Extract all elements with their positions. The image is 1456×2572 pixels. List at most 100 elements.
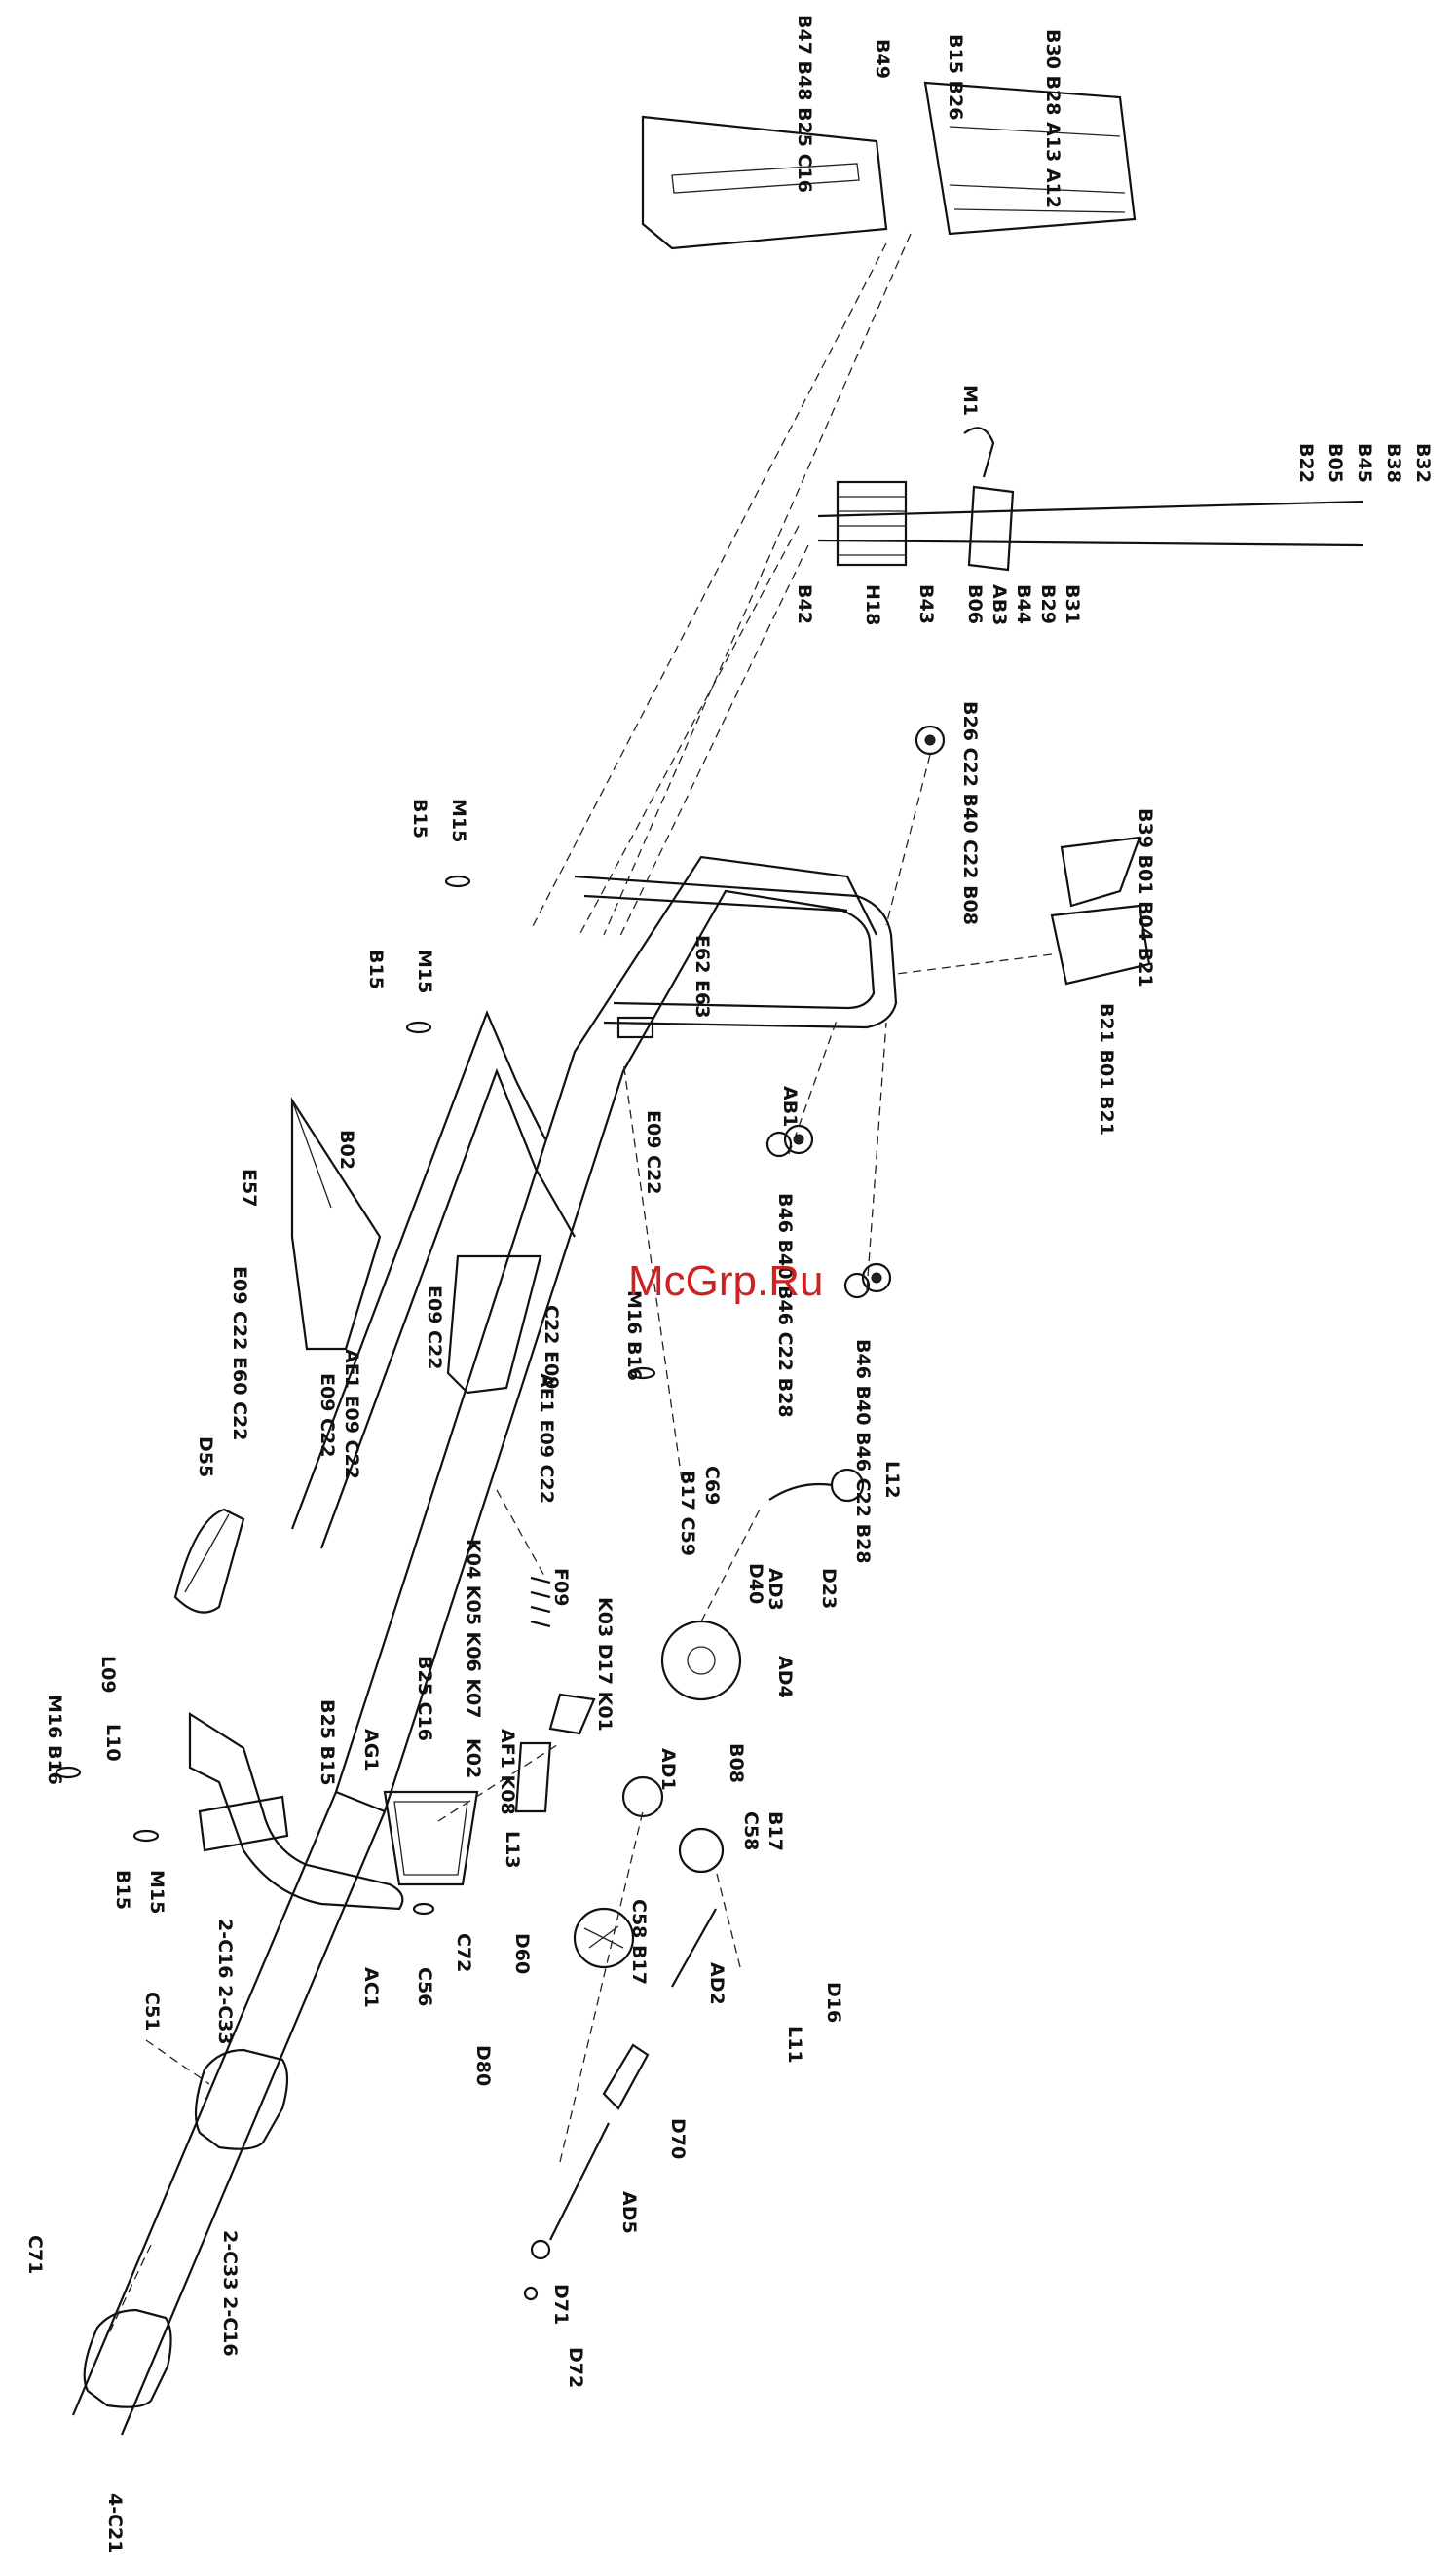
label-ad5: AD5 bbox=[618, 2191, 640, 2234]
label-m1: M1 bbox=[959, 385, 981, 416]
label-ad3: AD3 bbox=[765, 1568, 786, 1611]
label-c51: C51 bbox=[141, 1992, 163, 2031]
label-d71: D71 bbox=[550, 2284, 572, 2325]
label-ac1: AC1 bbox=[360, 1967, 382, 2008]
leader-lines bbox=[106, 233, 1053, 2338]
k-series-parts bbox=[514, 1576, 596, 1813]
label-b49: B49 bbox=[872, 39, 893, 79]
label-m16-b16: M16 B16 bbox=[623, 1290, 645, 1381]
mount-discs bbox=[55, 875, 656, 1916]
label-k0-stack: K04 K05 K06 K07 bbox=[463, 1539, 484, 1719]
top-plate bbox=[967, 485, 1015, 572]
label-b38: B38 bbox=[1383, 443, 1404, 483]
label-d40: D40 bbox=[745, 1563, 766, 1604]
label-b44: B44 bbox=[1013, 584, 1034, 624]
label-c33-c16: 2-C33 2-C16 bbox=[219, 2230, 241, 2357]
label-m16-b16-left: M16 B16 bbox=[44, 1695, 65, 1785]
label-b22: B22 bbox=[1295, 443, 1317, 483]
label-b17-c59: B17 C59 bbox=[677, 1471, 698, 1556]
label-d80: D80 bbox=[472, 2045, 494, 2086]
end-caps bbox=[523, 2239, 551, 2301]
label-d23: D23 bbox=[818, 1568, 840, 1609]
label-wheel1-stack: B46 B40 B46 C22 B28 bbox=[774, 1193, 796, 1418]
label-d60: D60 bbox=[511, 1933, 533, 1974]
label-ad4: AD4 bbox=[774, 1656, 796, 1698]
rod-ad2 bbox=[671, 1908, 717, 1988]
label-e57: E57 bbox=[239, 1169, 260, 1207]
label-c21: 4-C21 bbox=[104, 2493, 126, 2553]
label-ag1: AG1 bbox=[360, 1729, 382, 1771]
cam-d60 bbox=[573, 1907, 635, 1969]
label-ab1: AB1 bbox=[779, 1086, 801, 1127]
top-pulley bbox=[915, 725, 946, 756]
seat-ag1 bbox=[383, 1790, 479, 1886]
label-c58-b17: C58 B17 bbox=[628, 1899, 650, 1985]
label-b32: B32 bbox=[1412, 443, 1434, 483]
label-l10: L10 bbox=[102, 1724, 124, 1762]
label-e62-e63: E62 E63 bbox=[691, 935, 713, 1018]
label-c58: C58 bbox=[740, 1811, 762, 1850]
label-c69: C69 bbox=[701, 1466, 723, 1505]
cam-ad4 bbox=[660, 1620, 742, 1701]
label-d16: D16 bbox=[823, 1982, 844, 2023]
label-l11: L11 bbox=[784, 2026, 805, 2064]
weight-stack bbox=[836, 480, 908, 567]
label-b43: B43 bbox=[915, 584, 937, 624]
left-lever-arm bbox=[290, 1097, 382, 1351]
rod-ad5 bbox=[549, 2122, 610, 2241]
seat-post-frame bbox=[188, 1711, 404, 1911]
center-lever-arm bbox=[446, 1254, 542, 1395]
pedal-l12 bbox=[768, 1468, 865, 1503]
label-d70: D70 bbox=[667, 2118, 689, 2159]
label-b15-top: B15 bbox=[409, 799, 430, 839]
label-l13: L13 bbox=[502, 1831, 523, 1869]
label-b06: B06 bbox=[964, 584, 986, 624]
main-frame-beam bbox=[71, 855, 877, 2436]
pulley-assembly-2 bbox=[843, 1262, 892, 1299]
shroud-cover-right bbox=[923, 81, 1137, 236]
cam-ad1 bbox=[621, 1775, 664, 1818]
label-ad2: AD2 bbox=[706, 1962, 728, 2005]
label-b15-b26: B15 B26 bbox=[945, 34, 966, 120]
label-af1-k08: AF1 K08 bbox=[497, 1729, 518, 1815]
label-b30-stack: B30 B28 A13 A12 bbox=[1042, 29, 1064, 208]
label-b21-stack: B21 B01 B21 bbox=[1096, 1003, 1117, 1136]
part-labels: B49 B15 B26 B47 B48 B25 C16 B30 B28 A13 … bbox=[24, 15, 1434, 2553]
cushion-c71 bbox=[83, 2308, 172, 2408]
gear-c58 bbox=[678, 1827, 725, 1874]
label-c16-c33: 2-C16 2-C33 bbox=[214, 1919, 236, 2045]
label-b05: B05 bbox=[1325, 443, 1346, 483]
label-c71: C71 bbox=[24, 2235, 46, 2274]
label-b47-stack: B47 B48 B25 C16 bbox=[794, 15, 815, 193]
label-f09: F09 bbox=[550, 1568, 572, 1606]
label-b42: B42 bbox=[794, 584, 815, 624]
label-b31: B31 bbox=[1062, 584, 1083, 624]
label-k02: K02 bbox=[463, 1738, 484, 1778]
roller-d70 bbox=[602, 2043, 650, 2110]
label-b39-stack: B39 B01 B04 B21 bbox=[1135, 808, 1156, 988]
label-k03-d17-k01: K03 D17 K01 bbox=[594, 1597, 616, 1732]
label-b26-stack: B26 C22 B40 C22 B08 bbox=[959, 701, 981, 925]
label-b45: B45 bbox=[1354, 443, 1375, 483]
label-e09-c22: E09 C22 bbox=[643, 1110, 664, 1194]
right-bracket bbox=[1050, 836, 1151, 986]
label-b15-mid: B15 bbox=[365, 950, 387, 989]
label-m15-mid: M15 bbox=[414, 950, 435, 993]
watermark: McGrp.Ru bbox=[628, 1257, 823, 1305]
label-c22-e09: C22 E09 bbox=[541, 1305, 562, 1389]
label-m15-top: M15 bbox=[448, 799, 469, 842]
label-ab3: AB3 bbox=[989, 584, 1010, 625]
cushion-c51 bbox=[194, 2048, 289, 2150]
hand-grip-d55 bbox=[173, 1508, 245, 1614]
upright-frame bbox=[574, 875, 898, 1039]
label-e09-c22-low: E09 C22 bbox=[317, 1373, 338, 1457]
label-wheel2-stack: B46 B40 B46 C22 B28 bbox=[852, 1339, 874, 1564]
label-ad1: AD1 bbox=[657, 1748, 679, 1791]
label-h18: H18 bbox=[862, 584, 883, 625]
label-b17: B17 bbox=[765, 1811, 786, 1851]
label-ae1-left: AE1 E09 C22 bbox=[341, 1349, 362, 1479]
label-b25-b15: B25 B15 bbox=[317, 1699, 338, 1785]
label-c56: C56 bbox=[414, 1967, 435, 2006]
